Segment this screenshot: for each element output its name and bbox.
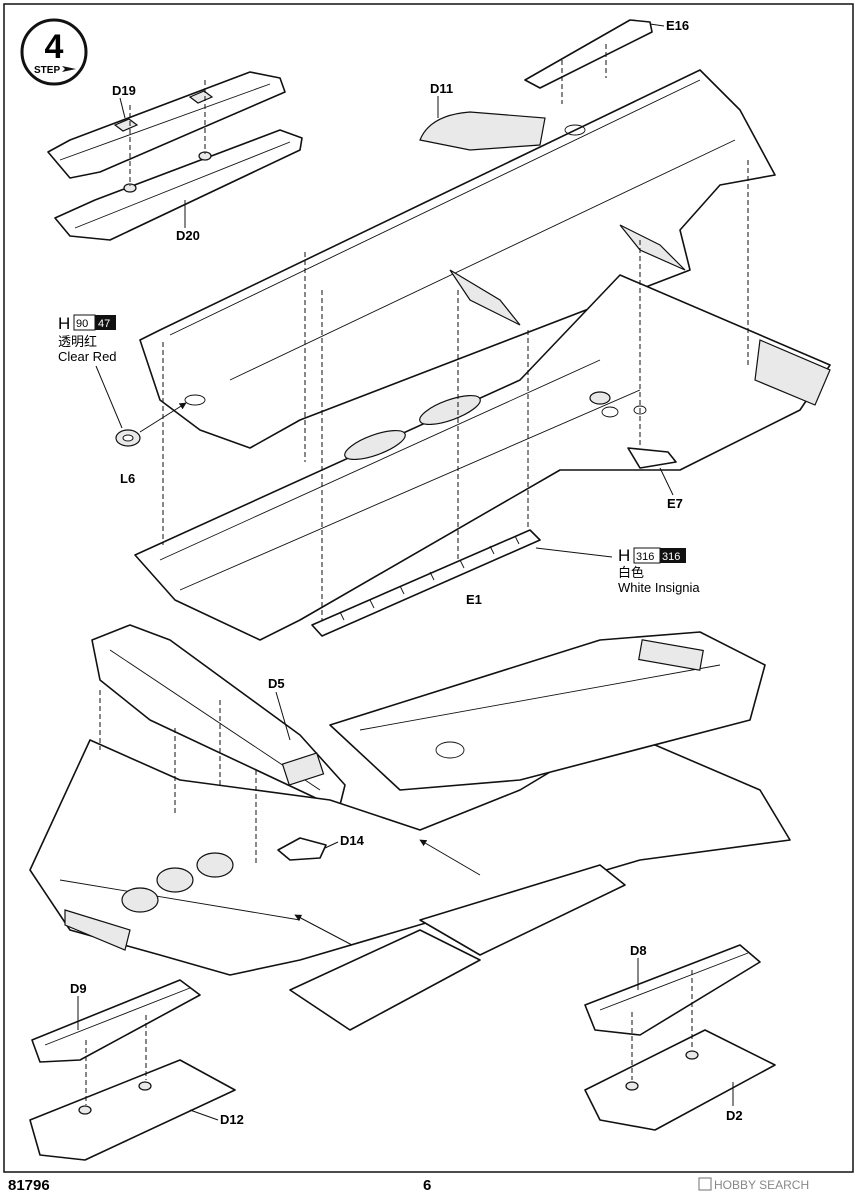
leader-d5: [275, 691, 291, 741]
part-lower-wing-skin: [134, 274, 831, 641]
arrow-flap-right: [419, 839, 481, 876]
part-d14: [277, 837, 327, 861]
label-d14: D14: [340, 833, 365, 848]
label-d20: D20: [176, 228, 200, 243]
label-d19: D19: [112, 83, 136, 98]
leader-d14: [324, 841, 339, 849]
part-l6-light: [115, 429, 141, 447]
part-d11-upper-wing: [139, 69, 776, 449]
leader-d19: [119, 97, 126, 119]
leader-e7: [659, 467, 674, 496]
part-d9: [31, 979, 201, 1063]
paint-code: H: [618, 546, 630, 565]
leader-white-insignia: [535, 547, 613, 558]
part-d2: [584, 1029, 776, 1131]
label-l6: L6: [120, 471, 135, 486]
leader-d12: [189, 1109, 219, 1121]
label-e16: E16: [666, 18, 689, 33]
paint-name-cn: 透明红: [58, 334, 97, 349]
label-d9: D9: [70, 981, 87, 996]
step-plane-icon: [62, 66, 76, 72]
paint-alt-number: 316: [662, 551, 680, 563]
page-number: 6: [423, 1177, 431, 1194]
label-d11: D11: [430, 81, 453, 96]
part-d8: [584, 944, 761, 1036]
paint-callout-clear-red: H 90 47 透明红 Clear Red: [58, 314, 117, 364]
part-d12: [29, 1059, 236, 1161]
label-d12: D12: [220, 1112, 244, 1127]
paint-number: 90: [76, 318, 88, 330]
part-flap-right: [419, 864, 626, 956]
paint-number: 316: [636, 551, 654, 563]
paint-code: H: [58, 314, 70, 333]
watermark-text: HOBBY SEARCH: [714, 1178, 809, 1192]
leader-clear-red: [95, 365, 123, 429]
paint-callout-white-insignia: H 316 316 白色 White Insignia: [618, 546, 700, 595]
part-main-nacelle-wing: [29, 729, 791, 976]
kit-number: 81796: [8, 1177, 50, 1194]
arrow-l6: [139, 402, 187, 433]
step-badge: 4 STEP: [20, 18, 88, 86]
watermark: HOBBY SEARCH: [698, 1177, 809, 1192]
part-d19: [47, 71, 286, 179]
page-frame: [3, 3, 854, 1173]
label-e1: E1: [466, 592, 482, 607]
paint-name-en: White Insignia: [618, 580, 700, 595]
watermark-logo-icon: [698, 1177, 712, 1191]
part-e16: [524, 19, 653, 89]
label-d5: D5: [268, 676, 285, 691]
paint-alt-number: 47: [98, 318, 110, 330]
step-number: 4: [45, 28, 64, 66]
step-word: STEP: [34, 65, 60, 76]
part-d20: [54, 129, 303, 241]
paint-name-cn: 白色: [618, 565, 644, 580]
label-d2: D2: [726, 1108, 743, 1123]
part-right-lower-wing: [329, 631, 766, 791]
label-e7: E7: [667, 496, 683, 511]
arrow-flap-left: [294, 914, 353, 946]
part-e1: [311, 529, 541, 637]
part-e7: [627, 447, 677, 469]
leader-e16: [649, 23, 665, 27]
paint-name-en: Clear Red: [58, 349, 117, 364]
label-d8: D8: [630, 943, 647, 958]
part-flap-left: [289, 929, 481, 1031]
part-d5-canopy: [91, 624, 346, 806]
